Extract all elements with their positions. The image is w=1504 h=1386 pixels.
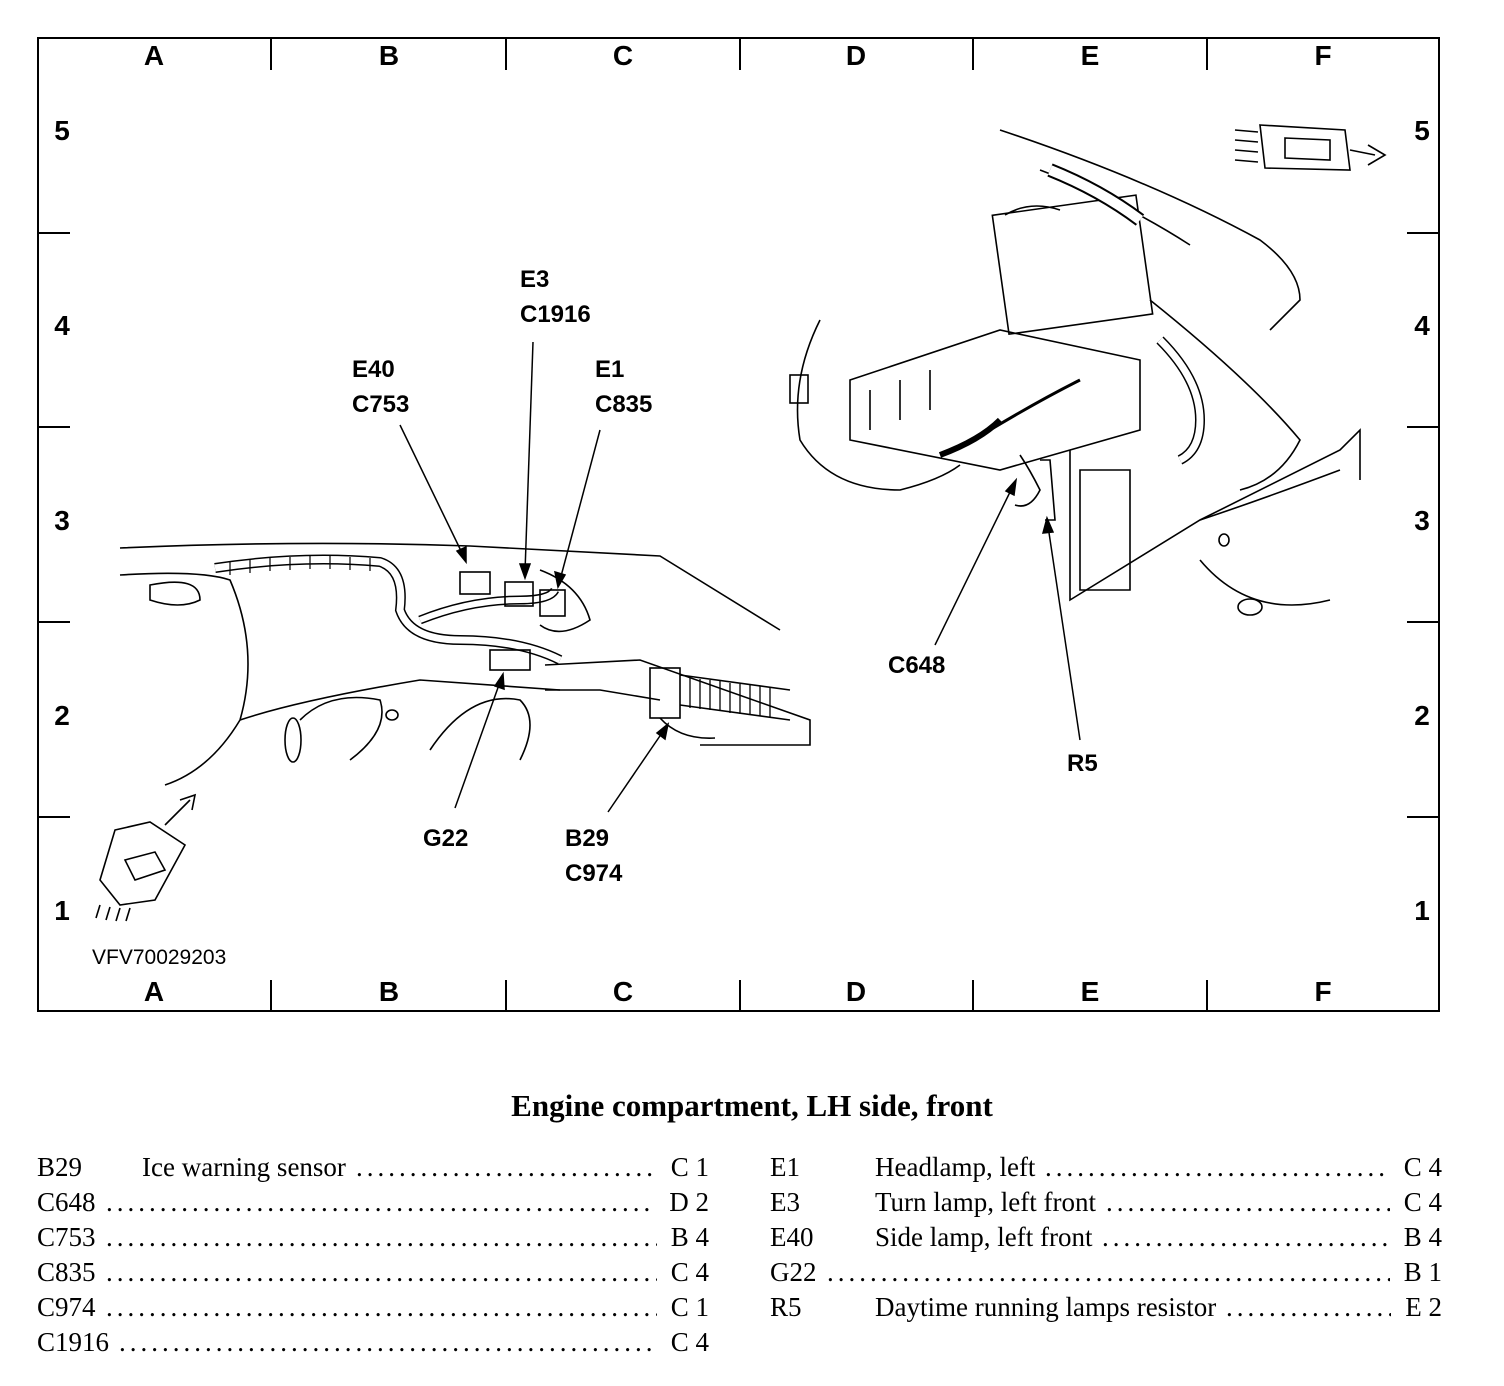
legend-row: E40 Side lamp, left front B 4 ..........… (770, 1220, 1442, 1255)
callout-c648: C648 (888, 652, 946, 679)
row-header-3-right: 3 (1414, 505, 1430, 536)
row-header-2-left: 2 (54, 700, 70, 731)
column-header-f-bottom: F (1314, 976, 1332, 1007)
dot-leader: ........................................… (106, 1187, 655, 1217)
legend-location: C 1 (670, 1292, 709, 1322)
vehicle-direction-icon-bottom-left (95, 793, 197, 922)
legend-code: R5 (770, 1292, 802, 1322)
legend-code: B29 (37, 1152, 83, 1182)
legend-location: E 2 (1405, 1292, 1442, 1322)
legend-location: B 4 (670, 1222, 709, 1252)
dot-leader: ........................................… (1045, 1152, 1390, 1182)
legend-code: C753 (37, 1222, 96, 1252)
legend-code: C648 (37, 1187, 96, 1217)
legend-description: Ice warning sensor (142, 1152, 346, 1182)
column-header-e-top: E (1080, 40, 1100, 71)
column-header-a-top: A (143, 40, 165, 71)
diagram-title: Engine compartment, LH side, front (511, 1088, 993, 1123)
callout-g22: G22 (423, 825, 469, 852)
dot-leader: ........................................… (106, 1257, 657, 1287)
dot-leader: ........................................… (1102, 1222, 1390, 1252)
grid-ticks (37, 37, 1440, 1012)
legend-row: R5 Daytime running lamps resistor E 2 ..… (770, 1290, 1442, 1325)
legend-code: C974 (37, 1292, 96, 1322)
dot-leader: ........................................… (119, 1327, 657, 1357)
legend-description: Headlamp, left (875, 1152, 1036, 1182)
right-assembly (789, 129, 1361, 616)
row-header-3-left: 3 (54, 505, 70, 536)
legend-row: C1916 C 4 ..............................… (37, 1325, 709, 1360)
column-header-f-top: F (1314, 40, 1332, 71)
left-assembly (119, 542, 811, 786)
legend-location: C 4 (670, 1257, 709, 1287)
legend-code: E40 (770, 1222, 814, 1252)
legend-row: E1 Headlamp, left C 4 ..................… (770, 1150, 1442, 1185)
leader-lines (399, 341, 1081, 813)
callout-b29-c974: B29 C974 (565, 825, 623, 887)
row-header-2-right: 2 (1414, 700, 1430, 731)
row-header-5-left: 5 (54, 115, 70, 146)
row-header-1-left: 1 (54, 895, 70, 926)
dot-leader: ........................................… (106, 1292, 657, 1322)
diagram-frame (37, 37, 1440, 1012)
legend-row: B29 Ice warning sensor C 1 .............… (37, 1150, 709, 1185)
legend-row: C974 C 1 ...............................… (37, 1290, 709, 1325)
callout-r5: R5 (1067, 750, 1098, 777)
row-header-4-right: 4 (1414, 310, 1430, 341)
row-header-1-right: 1 (1414, 895, 1430, 926)
legend-location: C 1 (670, 1152, 709, 1182)
legend-code: E1 (770, 1152, 800, 1182)
column-header-e-bottom: E (1080, 976, 1100, 1007)
figure-id: VFV70029203 (92, 946, 227, 969)
column-header-b-bottom: B (378, 976, 400, 1007)
dot-leader: ........................................… (356, 1152, 657, 1182)
legend-location: D 2 (669, 1187, 709, 1217)
dot-leader: ........................................… (106, 1222, 657, 1252)
legend-location: C 4 (1403, 1187, 1442, 1217)
row-header-5-right: 5 (1414, 115, 1430, 146)
callout-e3-c1916: E3 C1916 (520, 266, 591, 328)
callout-e1-c835: E1 C835 (595, 356, 653, 418)
dot-leader: ........................................… (1226, 1292, 1391, 1322)
column-header-a-bottom: A (143, 976, 165, 1007)
column-header-d-top: D (845, 40, 867, 71)
legend-location: B 4 (1403, 1222, 1442, 1252)
column-header-b-top: B (378, 40, 400, 71)
legend-location: C 4 (1403, 1152, 1442, 1182)
legend-description: Side lamp, left front (875, 1222, 1093, 1252)
legend-row: C753 B 4 ...............................… (37, 1220, 709, 1255)
legend-row: E3 Turn lamp, left front C 4 ...........… (770, 1185, 1442, 1220)
legend-description: Daytime running lamps resistor (875, 1292, 1217, 1322)
column-header-c-bottom: C (612, 976, 634, 1007)
legend-location: B 1 (1403, 1257, 1442, 1287)
legend-row: C648 D 2 ...............................… (37, 1185, 709, 1220)
legend-right: E1 Headlamp, left C 4 ..................… (770, 1150, 1442, 1325)
legend-location: C 4 (670, 1327, 709, 1357)
row-header-4-left: 4 (54, 310, 70, 341)
dot-leader: ........................................… (1106, 1187, 1390, 1217)
legend-code: G22 (770, 1257, 817, 1287)
vehicle-direction-icon-top-right (1234, 124, 1387, 171)
legend-row: G22 B 1 ................................… (770, 1255, 1442, 1290)
legend-code: C1916 (37, 1327, 110, 1357)
legend-row: C835 C 4 ...............................… (37, 1255, 709, 1290)
column-header-d-bottom: D (845, 976, 867, 1007)
legend-code: C835 (37, 1257, 96, 1287)
dot-leader: ........................................… (827, 1257, 1390, 1287)
legend-left: B29 Ice warning sensor C 1 .............… (37, 1150, 709, 1360)
legend-description: Turn lamp, left front (875, 1187, 1096, 1217)
legend-code: E3 (770, 1187, 800, 1217)
callout-e40-c753: E40 C753 (352, 356, 410, 418)
column-header-c-top: C (612, 40, 634, 71)
